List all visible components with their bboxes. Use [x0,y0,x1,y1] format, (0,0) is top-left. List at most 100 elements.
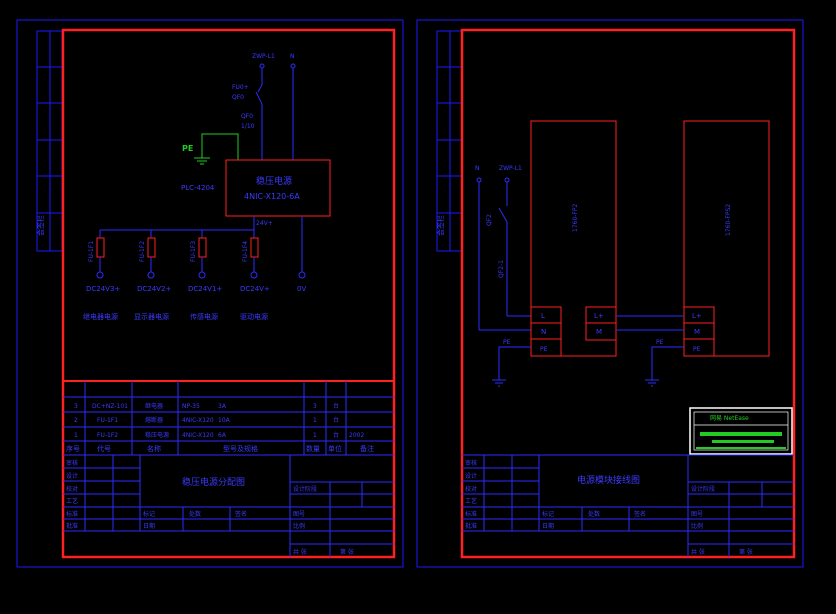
left-switch-label-1: FU0+ [232,84,249,91]
svg-text:台: 台 [333,431,339,439]
svg-text:2: 2 [74,417,78,424]
right-ground-label-2: PE [656,339,664,346]
right-inner-frame [460,28,796,559]
left-tb-label-5: 标准 [66,510,78,518]
right-module-1-term-l: L [541,312,545,320]
right-ground-label-1: PE [503,339,511,346]
right-terminal-l: ZWP-L1 [499,165,522,172]
netease-logo-block: 网易 NetEase [689,407,793,455]
right-tb-label-2: 设计 [465,472,477,480]
svg-text:FU-1F2: FU-1F2 [97,432,118,439]
left-sheet: 会签栏 ZWP-L1 N FU0+ QF0 QF0 1/10 PE [16,19,404,568]
right-module-1-out-l: L+ [594,312,604,320]
right-sign-3: 签名 [634,510,646,518]
left-bom-row-1: 3 DC+NZ-101 继电器 NP-35 3A 3 台 [74,402,339,410]
left-side-strip: 会签栏 [36,30,63,252]
left-output-5: 0V [297,285,306,293]
svg-text:1: 1 [313,432,317,439]
svg-text:熔断器: 熔断器 [145,416,163,424]
left-load-1: 继电器电源 [83,312,118,321]
left-fuse-label-4: FU-1F4 [242,241,249,262]
right-title-block: 审核 设计 校对 工艺 标准 批准 电源模块接线图 标记 处数 签名 日期 设计… [462,454,794,557]
svg-text:4NIC-X120: 4NIC-X120 [182,417,214,424]
left-title-block: 审核 设计 校对 工艺 标准 批准 稳压电源分配图 标记 处数 签名 日期 设计… [63,455,394,557]
left-plc-label: PLC-4204 [181,184,215,192]
left-tb-right-5: 第 张 [340,548,354,556]
right-tb-right-5: 第 张 [739,548,753,556]
svg-text:序号: 序号 [66,444,80,453]
left-output-2: DC24V2+ [137,285,171,293]
left-ground-label: PE [182,144,193,153]
left-switch-label-3: QF0 [241,113,253,120]
right-tb-right-2: 图号 [691,511,703,518]
right-tb-label-4: 工艺 [465,497,477,505]
right-tb-label-5: 标准 [465,510,477,518]
right-module-2-term-pe: PE [693,346,701,353]
svg-text:2002: 2002 [349,432,364,439]
right-module-2-label: 1760-FPS2 [725,204,732,236]
left-psu-line1: 稳压电源 [256,175,292,187]
svg-text:继电器: 继电器 [145,402,163,410]
right-module-1-out-m: M [596,328,602,336]
right-sign-1: 标记 [542,510,554,518]
left-sign-3: 签名 [235,510,247,518]
left-load-4: 驱动电源 [240,312,268,321]
svg-text:6A: 6A [218,432,227,439]
left-load-3: 传感电源 [190,312,218,321]
left-tb-label-3: 校对 [66,485,78,493]
left-output-1: DC24V3+ [86,285,120,293]
left-tb-right-1: 设计阶段 [293,485,317,493]
left-fuse-label-1: FU-1F1 [88,241,95,262]
right-outer-frame [416,19,804,568]
left-output-4: DC24V+ [240,285,270,293]
svg-text:4NIC-X120: 4NIC-X120 [182,432,214,439]
right-terminal-n: N [475,165,480,172]
left-sign-1: 标记 [143,510,155,518]
left-sign-2: 处数 [189,510,201,518]
svg-text:型号及规格: 型号及规格 [223,444,258,453]
svg-text:NP-35: NP-35 [182,403,200,410]
right-switch-label-1: QF2 [486,214,493,226]
right-tb-label-3: 校对 [465,485,477,493]
left-terminal-l: ZWP-L1 [252,53,275,60]
left-psu-box: 稳压电源 4NIC-X120-6A PLC-4204 24V+ [181,159,331,227]
svg-text:3: 3 [74,403,78,410]
right-sign-2: 处数 [588,510,600,518]
right-side-strip: 会签栏 [436,30,463,252]
svg-text:代号: 代号 [97,444,111,453]
left-fuse-label-3: FU-1F3 [190,241,197,262]
svg-text:FU-1F1: FU-1F1 [97,417,118,424]
svg-text:备注: 备注 [360,444,374,453]
right-side-label: 会签栏 [436,215,445,236]
left-load-2: 显示器电源 [134,312,169,321]
svg-text:1: 1 [313,417,317,424]
svg-text:DC+NZ-101: DC+NZ-101 [92,403,128,410]
svg-text:稳压电源: 稳压电源 [145,431,169,439]
svg-text:名称: 名称 [147,444,161,453]
left-tb-label-2: 设计 [66,472,78,480]
left-switch-label-2: QF0 [232,94,244,101]
svg-text:台: 台 [333,402,339,410]
right-inter-wiring: PE PE [492,315,684,387]
right-tb-right-3: 比例 [691,522,703,530]
left-bus-label: 24V+ [256,220,273,227]
left-bom-header: 序号 代号 名称 型号及规格 数量 单位 备注 [66,444,374,453]
left-bom-table: 3 DC+NZ-101 继电器 NP-35 3A 3 台 2 FU-1F1 熔断… [63,380,394,456]
svg-text:数量: 数量 [306,444,320,453]
right-drawing-title: 电源模块接线图 [577,474,640,486]
svg-text:台: 台 [333,416,339,424]
right-module-2: 1760-FPS2 L+ M PE [683,120,770,357]
left-output-3: DC24V1+ [188,285,222,293]
left-bom-row-3: 1 FU-1F2 稳压电源 4NIC-X120 6A 1 台 2002 [74,431,364,439]
svg-text:10A: 10A [218,417,231,424]
left-distribution: FU-1F1 FU-1F2 FU-1F3 FU-1F4 DC24V3+ DC24… [83,216,306,321]
left-tb-right-3: 比例 [293,522,305,530]
right-module-1-term-pe: PE [540,346,548,353]
left-side-label: 会签栏 [36,215,45,236]
right-switch-label-2: QF2-1 [498,260,505,278]
left-psu-line2: 4NIC-X120-6A [244,192,300,201]
netease-logo-text: 网易 NetEase [710,415,749,422]
left-drawing-title: 稳压电源分配图 [182,476,245,488]
right-sign-4: 日期 [542,522,554,530]
